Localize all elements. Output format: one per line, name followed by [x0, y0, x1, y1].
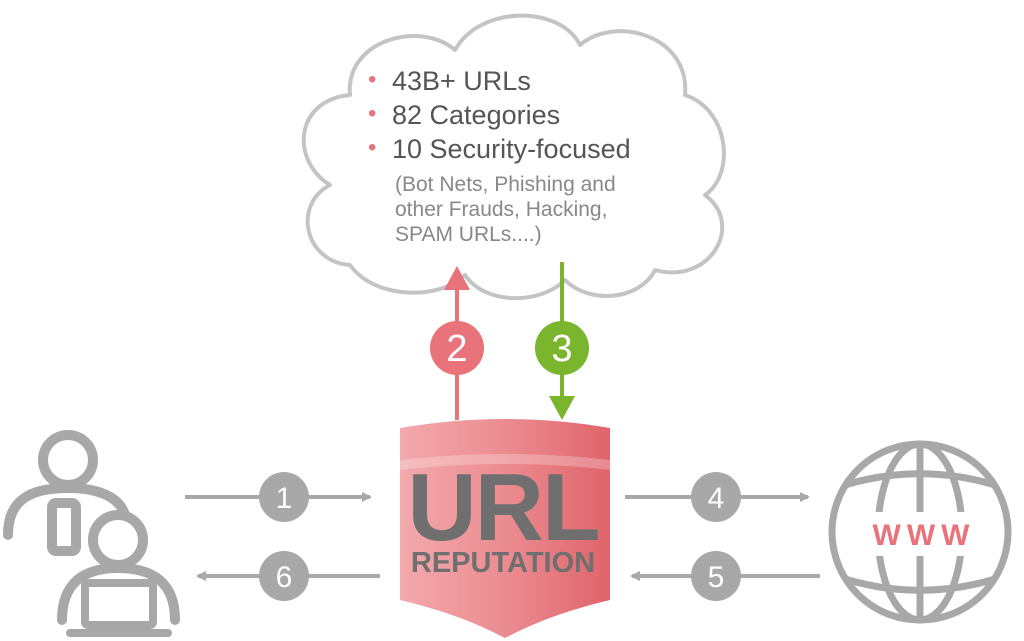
security-detail-line-2: other Frauds, Hacking,: [395, 198, 607, 221]
step-1-number: 1: [276, 482, 293, 515]
step-4-badge: [691, 472, 741, 522]
globe-label: WWW: [873, 519, 976, 552]
step-2-arrow: 2: [430, 266, 484, 420]
step-6-arrow: 6: [196, 551, 380, 601]
step-6-number: 6: [276, 561, 293, 594]
step-3-badge: [535, 321, 589, 375]
bullet-categories: 82 Categories: [392, 100, 560, 130]
bullet-marker: •: [368, 66, 376, 93]
step-3-number: 3: [551, 328, 572, 370]
step-4-number: 4: [708, 482, 725, 515]
step-1-arrow: 1: [185, 472, 372, 522]
cloud-bullet-list: • 43B+ URLs • 82 Categories • 10 Securit…: [368, 66, 631, 246]
step-6-badge: [259, 551, 309, 601]
security-detail-line-1: (Bot Nets, Phishing and: [395, 173, 616, 196]
bullet-marker: •: [368, 100, 376, 127]
security-detail-line-3: SPAM URLs....): [395, 223, 542, 246]
step-2-number: 2: [446, 328, 467, 370]
step-2-badge: [430, 321, 484, 375]
users-icon: [3, 430, 180, 625]
arrow-down-icon: [549, 396, 575, 420]
shield-icon: URL REPUTATION: [400, 419, 610, 638]
cloud-icon: [301, 13, 726, 301]
bullet-security-focused: 10 Security-focused: [392, 134, 631, 164]
step-1-badge: [259, 472, 309, 522]
bullet-urls: 43B+ URLs: [392, 66, 531, 96]
step-5-arrow: 5: [630, 551, 820, 601]
laptop-icon: [66, 579, 172, 637]
step-5-badge: [691, 551, 741, 601]
globe-icon: [828, 440, 1012, 624]
bullet-marker: •: [368, 134, 376, 161]
step-5-number: 5: [708, 561, 725, 594]
shield-title: URL: [407, 454, 598, 561]
arrow-up-icon: [444, 266, 470, 290]
shield-subtitle: REPUTATION: [411, 547, 595, 579]
step-3-arrow: 3: [535, 262, 589, 420]
step-4-arrow: 4: [625, 472, 810, 522]
